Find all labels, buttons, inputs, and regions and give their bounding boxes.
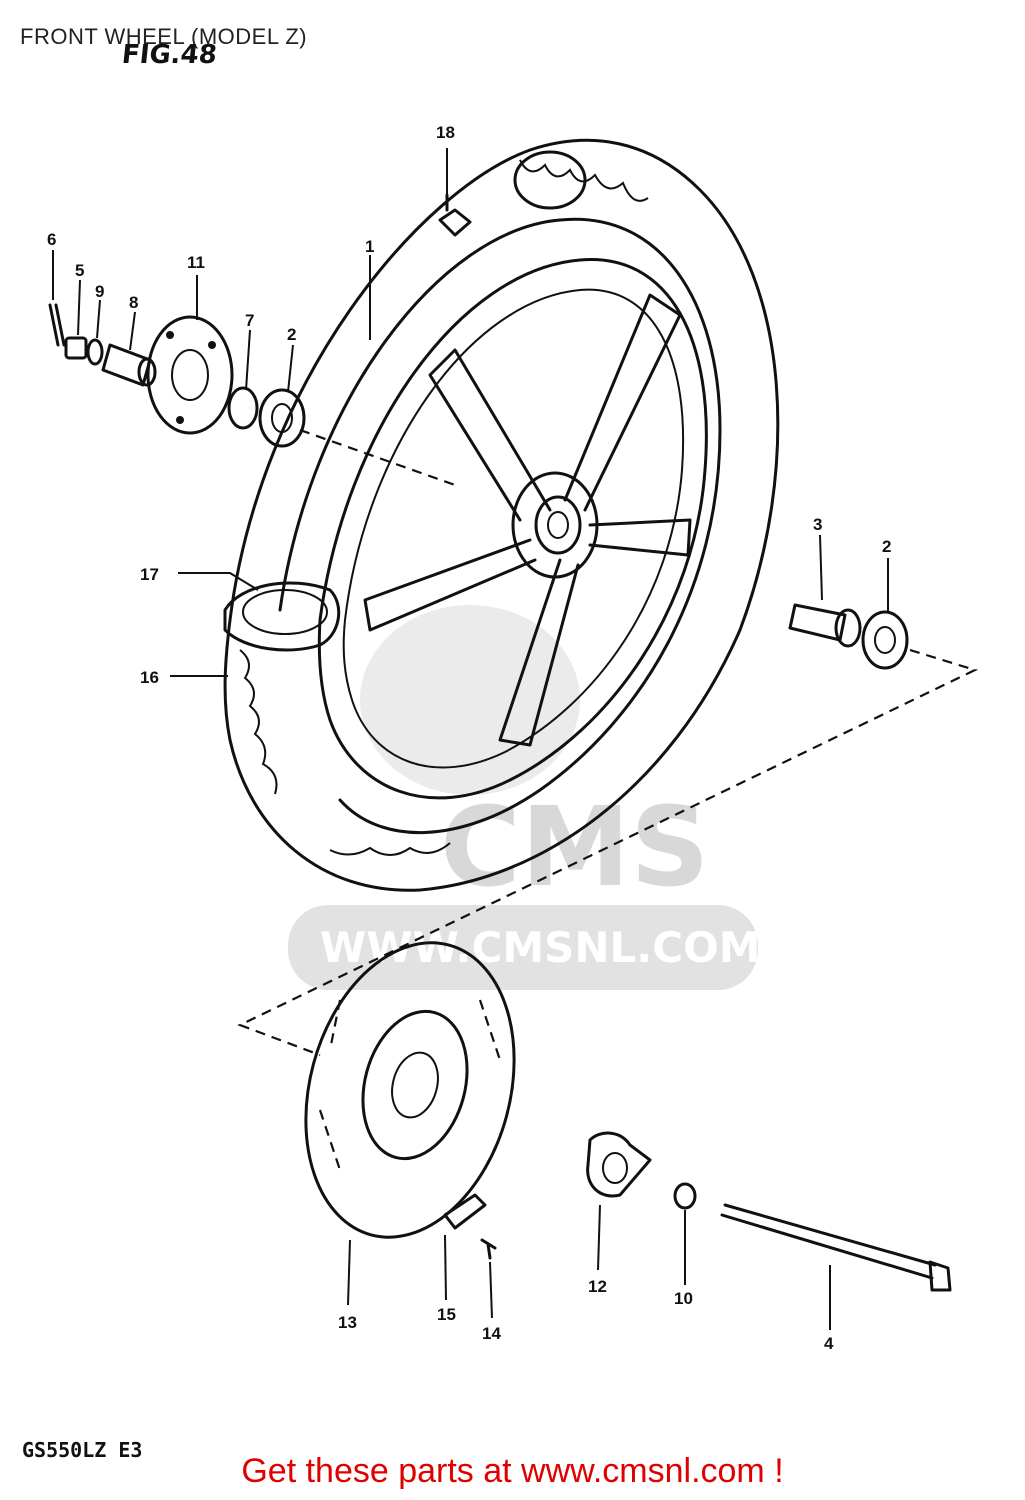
watermark: CMS WWW.CMSNL.COM (288, 605, 761, 990)
valve-part (438, 193, 472, 237)
part-label-14: 14 (482, 1324, 501, 1343)
washer-part (673, 1182, 697, 1210)
part-label-17: 17 (140, 565, 159, 584)
part-label-2-left: 2 (287, 325, 296, 344)
part-labels: 18 6 5 9 8 11 7 2 1 17 16 3 2 13 15 14 1… (47, 123, 891, 1353)
part-label-7: 7 (245, 311, 254, 330)
model-code: GS550LZ E3 (22, 1438, 143, 1462)
part-label-6: 6 (47, 230, 56, 249)
wheel-assembly (223, 138, 780, 892)
axle-guide-lines (237, 428, 979, 1057)
cmsnl-parts-link[interactable]: Get these parts at www.cmsnl.com ! (241, 1452, 784, 1490)
part-label-2-right: 2 (882, 537, 891, 556)
part-label-5: 5 (75, 261, 84, 280)
wheel-hub-spokes (363, 293, 692, 747)
brake-disc (304, 941, 516, 1239)
watermark-url: WWW.CMSNL.COM (320, 923, 761, 972)
part-label-3: 3 (813, 515, 822, 534)
part-label-13: 13 (338, 1313, 357, 1332)
part-label-1: 1 (365, 237, 374, 256)
diagram-title: FRONT WHEEL (MODEL Z) (20, 24, 308, 49)
axle-part (720, 1203, 952, 1292)
watermark-brand: CMS (440, 783, 709, 911)
part-label-11: 11 (187, 253, 205, 272)
part-label-16: 16 (140, 668, 159, 687)
collar-part (586, 1131, 652, 1198)
part-label-12: 12 (588, 1277, 607, 1296)
part-label-4: 4 (824, 1334, 834, 1353)
part-label-15: 15 (437, 1305, 456, 1324)
part-label-10: 10 (674, 1289, 693, 1308)
right-hub-parts (788, 603, 909, 670)
part-label-18: 18 (436, 123, 455, 142)
leader-lines (52, 148, 889, 1330)
part-label-9: 9 (95, 282, 104, 301)
part-label-8: 8 (129, 293, 138, 312)
left-hub-parts (48, 303, 306, 448)
disc-fasteners (443, 1193, 497, 1260)
